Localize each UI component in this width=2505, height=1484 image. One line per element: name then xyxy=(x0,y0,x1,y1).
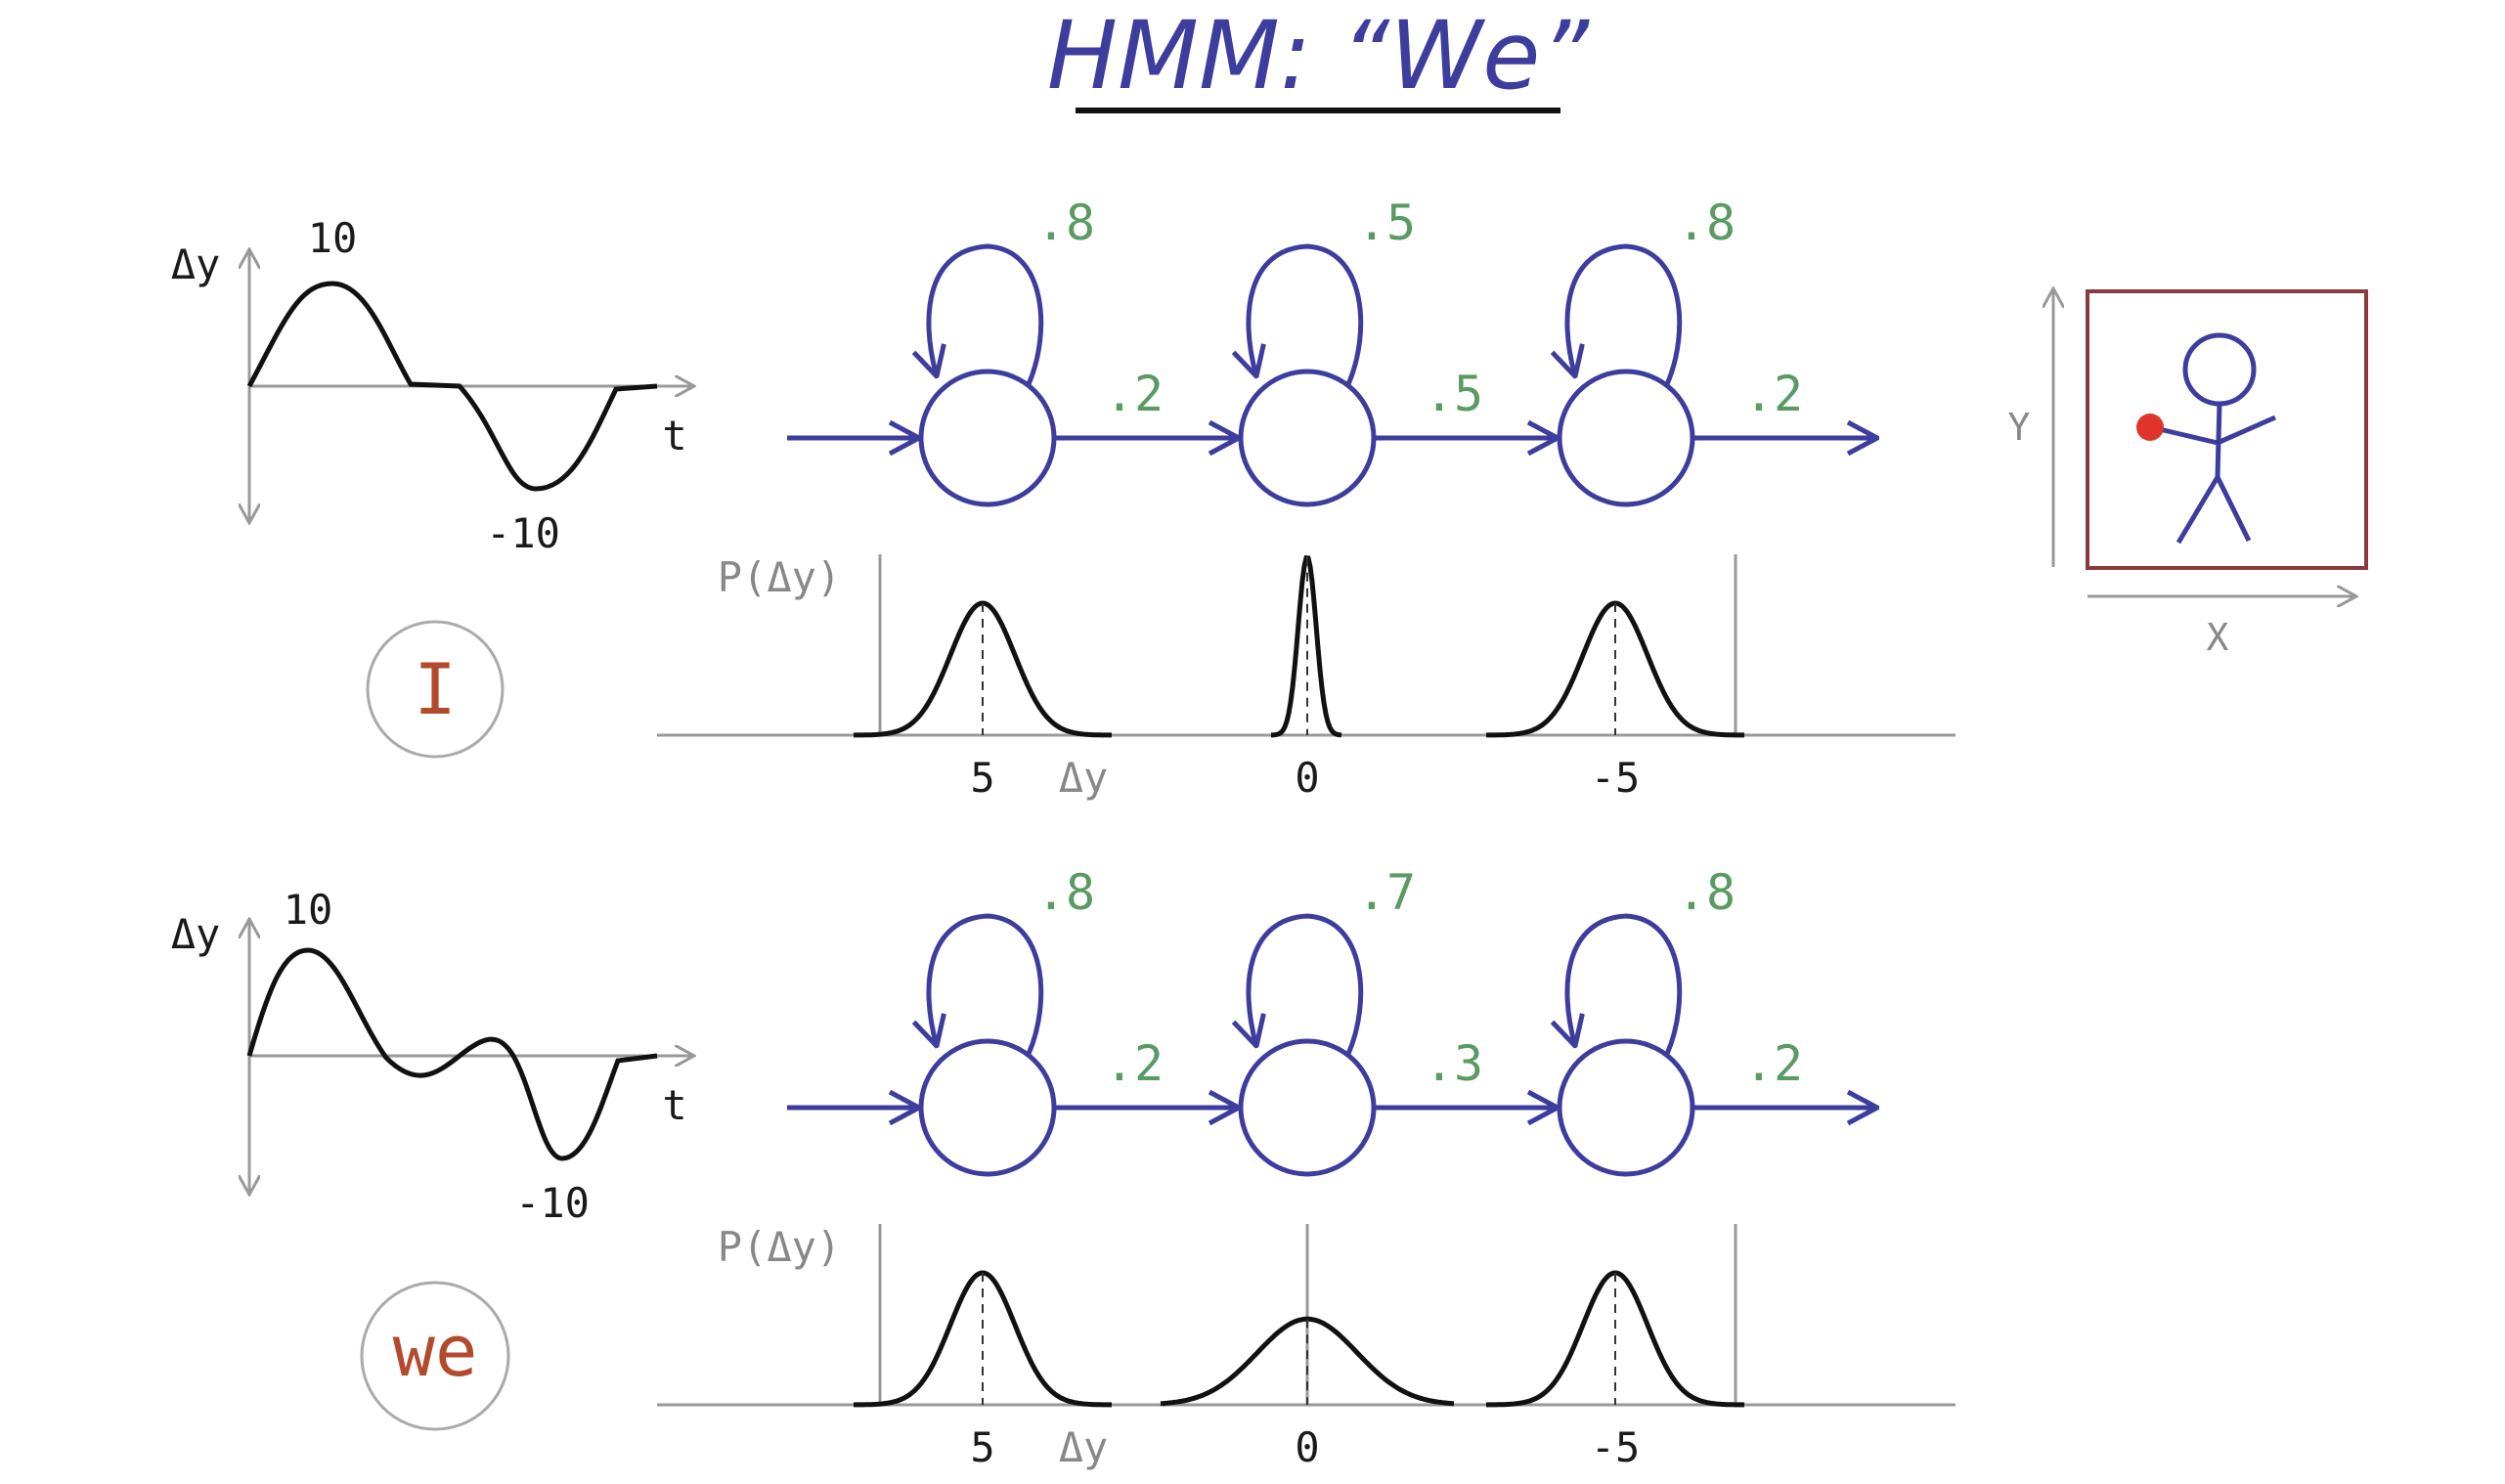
emission-curve-2 xyxy=(1271,554,1342,738)
letter-text: we xyxy=(393,1310,478,1392)
self-prob-3: .8 xyxy=(1677,864,1736,921)
dist-label: P(Δy) xyxy=(718,1223,841,1271)
figure-frame xyxy=(2086,289,2368,570)
dist-tick-2: 0 xyxy=(1295,754,1319,802)
stick-figure xyxy=(2150,332,2277,545)
self-loop-3 xyxy=(1567,243,1683,385)
dist-tick-1: 5 xyxy=(970,754,994,802)
dist-tick-1: 5 xyxy=(970,1423,994,1471)
trans-prob-1: .2 xyxy=(1105,1035,1164,1092)
hmm-state-3 xyxy=(1557,369,1695,507)
trajectory-plot: Δy t 10 -10 xyxy=(171,214,694,557)
trans-prob-2: .5 xyxy=(1425,366,1483,422)
trajectory-peak-label: 10 xyxy=(284,886,333,934)
hmm-state-3 xyxy=(1557,1038,1695,1177)
self-loop-2 xyxy=(1249,243,1364,385)
trans-prob-3: .2 xyxy=(1744,366,1803,422)
hmm-state-2 xyxy=(1238,369,1377,507)
letter-badge: we xyxy=(360,1281,510,1431)
trajectory-t-label: t xyxy=(662,412,686,459)
hmm-chain: .8 .5 .8 .2 .5 .2 xyxy=(787,195,1877,507)
trajectory-curve xyxy=(246,281,658,492)
hmm-state-2 xyxy=(1238,1038,1377,1177)
self-prob-3: .8 xyxy=(1677,195,1736,251)
hmm-chain: .8 .7 .8 .2 .3 .2 xyxy=(787,864,1877,1177)
trajectory-trough-label: -10 xyxy=(486,509,560,557)
trajectory-trough-label: -10 xyxy=(515,1179,590,1227)
emission-distributions: P(Δy) Δy 5 0 -5 xyxy=(657,553,1956,802)
self-prob-2: .7 xyxy=(1357,864,1416,921)
letter-text: I xyxy=(414,648,456,730)
emission-distributions: P(Δy) Δy 5 0 -5 xyxy=(657,1223,1956,1471)
letter-badge: I xyxy=(366,620,505,759)
trajectory-curve xyxy=(246,947,658,1161)
dist-axis-label: Δy xyxy=(1059,754,1109,802)
figure-x-label: X xyxy=(2207,616,2229,659)
trajectory-y-label: Δy xyxy=(171,240,221,288)
trajectory-y-label: Δy xyxy=(171,910,221,958)
dist-axis-label: Δy xyxy=(1059,1423,1109,1471)
row-I: Δy t 10 -10 I .8 .5 .8 .2 .5 .2 xyxy=(171,195,1956,802)
trans-prob-2: .3 xyxy=(1425,1035,1483,1092)
trajectory-t-label: t xyxy=(662,1081,686,1129)
dist-tick-2: 0 xyxy=(1295,1423,1319,1471)
self-loop-1 xyxy=(929,243,1044,385)
dist-label: P(Δy) xyxy=(718,553,841,601)
hmm-state-1 xyxy=(918,1038,1057,1177)
title-group: HMM: “We” xyxy=(1047,1,1590,113)
figure-y-label: Y xyxy=(2008,406,2031,449)
self-prob-1: .8 xyxy=(1036,864,1095,921)
trajectory-peak-label: 10 xyxy=(308,214,358,262)
page-title: HMM: “We” xyxy=(1047,1,1590,110)
stick-figure-panel: Y X xyxy=(2008,288,2368,659)
self-prob-1: .8 xyxy=(1036,195,1095,251)
pen-dot xyxy=(2136,414,2164,441)
hmm-state-1 xyxy=(918,369,1057,507)
dist-tick-3: -5 xyxy=(1591,1423,1641,1471)
self-loop-1 xyxy=(929,913,1044,1055)
trajectory-plot: Δy t 10 -10 xyxy=(171,886,694,1227)
row-we: Δy t 10 -10 we .8 .7 .8 .2 .3 .2 xyxy=(171,864,1956,1471)
self-loop-3 xyxy=(1567,913,1683,1055)
trans-prob-1: .2 xyxy=(1105,366,1164,422)
trans-prob-3: .2 xyxy=(1744,1035,1803,1092)
self-prob-2: .5 xyxy=(1357,195,1416,251)
dist-tick-3: -5 xyxy=(1591,754,1641,802)
self-loop-2 xyxy=(1249,913,1364,1055)
